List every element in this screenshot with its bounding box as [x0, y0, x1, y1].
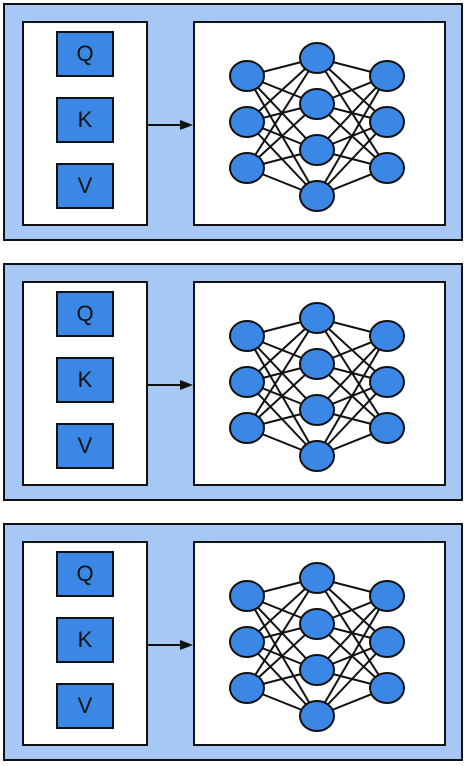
- query-box: Q: [56, 291, 114, 337]
- query-label: Q: [76, 41, 94, 66]
- neural-network-diagram: [229, 562, 405, 732]
- connection-edge: [316, 75, 388, 197]
- attention-block-1: Q K V: [3, 3, 463, 241]
- neuron-node: [299, 654, 335, 686]
- neuron-node: [369, 412, 405, 444]
- connection-edge: [316, 335, 388, 411]
- key-box: K: [56, 97, 114, 143]
- neuron-node: [229, 626, 265, 658]
- neuron-node: [299, 42, 335, 74]
- key-label: K: [77, 367, 93, 392]
- connection-edge: [316, 595, 388, 717]
- neuron-node: [369, 320, 405, 352]
- connection-edge: [246, 577, 318, 689]
- arrow-icon: [148, 120, 193, 130]
- neural-network-panel: [193, 281, 446, 486]
- query-box: Q: [56, 551, 114, 597]
- connection-edge: [316, 335, 388, 457]
- key-label: K: [77, 627, 93, 652]
- neural-network-diagram: [229, 302, 405, 472]
- neuron-node: [299, 348, 335, 380]
- value-box: V: [56, 423, 114, 469]
- query-box: Q: [56, 31, 114, 77]
- neuron-node: [299, 180, 335, 212]
- neural-network-diagram: [229, 42, 405, 212]
- connection-edge: [316, 121, 388, 197]
- value-label: V: [77, 693, 93, 718]
- arrow-icon: [148, 640, 193, 650]
- neuron-node: [229, 672, 265, 704]
- neuron-node: [299, 302, 335, 334]
- neuron-node: [369, 626, 405, 658]
- neuron-node: [229, 412, 265, 444]
- query-label: Q: [76, 301, 94, 326]
- attention-block-3: Q K V: [3, 523, 463, 761]
- connections: [246, 317, 388, 457]
- neuron-node: [369, 580, 405, 612]
- neuron-node: [369, 152, 405, 184]
- neuron-node: [299, 440, 335, 472]
- key-box: K: [56, 617, 114, 663]
- neuron-node: [369, 60, 405, 92]
- value-label: V: [77, 433, 93, 458]
- qkv-panel: Q K V: [22, 21, 148, 226]
- attention-block-2: Q K V: [3, 263, 463, 501]
- neuron-node: [229, 366, 265, 398]
- neuron-node: [229, 60, 265, 92]
- neuron-node: [299, 562, 335, 594]
- connection-edge: [316, 381, 388, 457]
- qkv-panel: Q K V: [22, 541, 148, 746]
- neural-network-panel: [193, 21, 446, 226]
- neuron-node: [229, 152, 265, 184]
- connection-edge: [316, 641, 388, 717]
- neuron-node: [229, 106, 265, 138]
- connection-edge: [246, 317, 318, 429]
- neuron-node: [299, 394, 335, 426]
- neuron-node: [299, 700, 335, 732]
- query-label: Q: [76, 561, 94, 586]
- connection-edge: [316, 595, 388, 671]
- connection-edge: [316, 75, 388, 151]
- key-label: K: [77, 107, 93, 132]
- value-label: V: [77, 173, 93, 198]
- neuron-node: [299, 134, 335, 166]
- neural-network-panel: [193, 541, 446, 746]
- neuron-node: [229, 580, 265, 612]
- qkv-panel: Q K V: [22, 281, 148, 486]
- value-box: V: [56, 683, 114, 729]
- value-box: V: [56, 163, 114, 209]
- key-box: K: [56, 357, 114, 403]
- connections: [246, 577, 388, 717]
- neuron-node: [369, 366, 405, 398]
- neuron-node: [369, 672, 405, 704]
- neuron-node: [369, 106, 405, 138]
- neuron-node: [299, 608, 335, 640]
- connections: [246, 57, 388, 197]
- arrow-icon: [148, 380, 193, 390]
- neuron-node: [299, 88, 335, 120]
- connection-edge: [246, 57, 318, 169]
- neuron-node: [229, 320, 265, 352]
